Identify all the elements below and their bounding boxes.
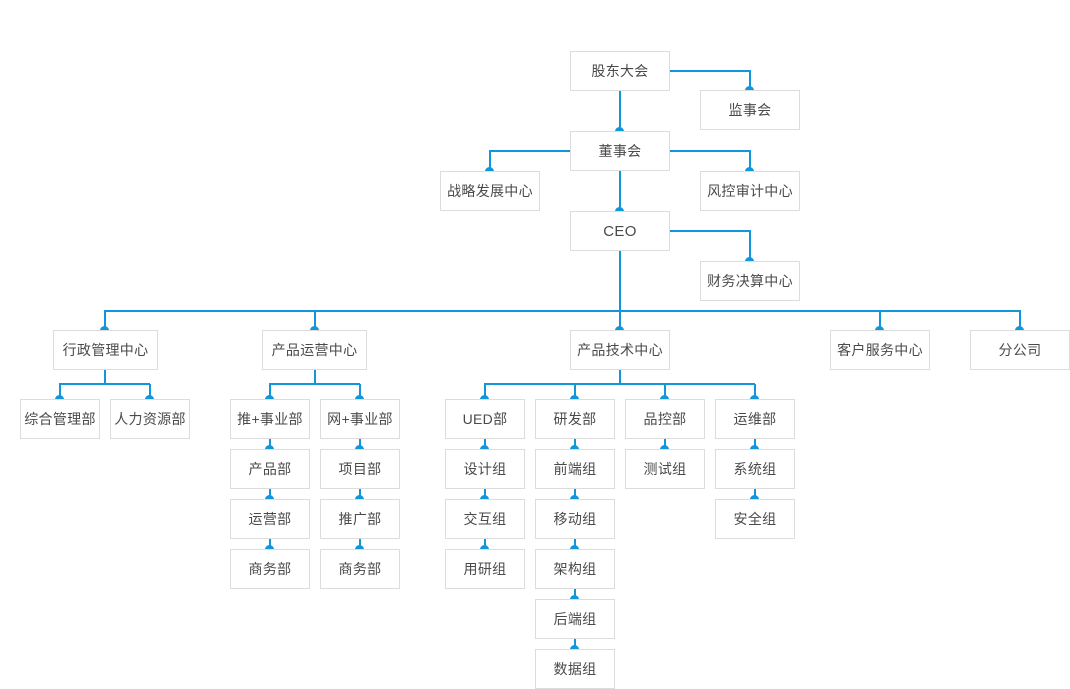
org-node-qa-dept[interactable]: 品控部: [625, 399, 705, 439]
connector-line-vertical: [484, 439, 486, 450]
connector-line-horizontal: [670, 230, 751, 232]
org-node-operations-dept[interactable]: 运营部: [230, 499, 310, 539]
connector-line-vertical: [484, 384, 486, 400]
org-node-strategy[interactable]: 战略发展中心: [440, 171, 540, 211]
connector-line-vertical: [619, 370, 621, 384]
connector-line-vertical: [269, 384, 271, 400]
connector-line-horizontal: [104, 310, 1021, 312]
connector-line-horizontal: [59, 383, 150, 385]
org-node-rd-dept[interactable]: 研发部: [535, 399, 615, 439]
org-node-branch[interactable]: 分公司: [970, 330, 1070, 370]
connector-line-horizontal: [484, 383, 755, 385]
connector-line-vertical: [269, 539, 271, 550]
connector-line-vertical: [619, 91, 621, 131]
org-node-test-group[interactable]: 测试组: [625, 449, 705, 489]
connector-line-vertical: [359, 539, 361, 550]
connector-line-vertical: [359, 489, 361, 500]
org-node-supervisory[interactable]: 监事会: [700, 90, 800, 130]
connector-line-vertical: [104, 311, 106, 331]
connector-line-vertical: [484, 489, 486, 500]
org-node-admin-center[interactable]: 行政管理中心: [53, 330, 158, 370]
connector-line-vertical: [359, 439, 361, 450]
connector-line-vertical: [619, 251, 621, 311]
org-node-mobile-group[interactable]: 移动组: [535, 499, 615, 539]
org-node-wang-bu[interactable]: 网+事业部: [320, 399, 400, 439]
org-node-backend-group[interactable]: 后端组: [535, 599, 615, 639]
org-node-user-research-group[interactable]: 用研组: [445, 549, 525, 589]
org-node-product-ops-center[interactable]: 产品运营中心: [262, 330, 367, 370]
connector-line-horizontal: [670, 70, 751, 72]
connector-line-vertical: [359, 384, 361, 400]
connector-line-vertical: [879, 311, 881, 331]
org-node-data-group[interactable]: 数据组: [535, 649, 615, 689]
org-node-product-tech-center[interactable]: 产品技术中心: [570, 330, 670, 370]
org-node-tui-bu[interactable]: 推+事业部: [230, 399, 310, 439]
connector-line-vertical: [269, 489, 271, 500]
connector-line-vertical: [574, 489, 576, 500]
org-node-frontend-group[interactable]: 前端组: [535, 449, 615, 489]
connector-line-vertical: [484, 539, 486, 550]
connector-line-horizontal: [269, 383, 360, 385]
connector-line-vertical: [59, 384, 61, 400]
org-node-project-dept[interactable]: 项目部: [320, 449, 400, 489]
connector-line-vertical: [1019, 311, 1021, 331]
org-node-riskaudit[interactable]: 风控审计中心: [700, 171, 800, 211]
connector-line-vertical: [619, 171, 621, 211]
org-node-finance[interactable]: 财务决算中心: [700, 261, 800, 301]
connector-line-vertical: [749, 71, 751, 91]
connector-line-vertical: [749, 151, 751, 172]
org-node-architecture-group[interactable]: 架构组: [535, 549, 615, 589]
org-node-system-group[interactable]: 系统组: [715, 449, 795, 489]
connector-line-vertical: [664, 439, 666, 450]
connector-line-vertical: [269, 439, 271, 450]
connector-line-vertical: [314, 370, 316, 384]
connector-line-vertical: [754, 439, 756, 450]
connector-line-vertical: [314, 311, 316, 331]
org-node-business-dept-1[interactable]: 商务部: [230, 549, 310, 589]
org-node-interaction-group[interactable]: 交互组: [445, 499, 525, 539]
org-node-shareholders[interactable]: 股东大会: [570, 51, 670, 91]
connector-line-vertical: [754, 384, 756, 400]
org-node-board[interactable]: 董事会: [570, 131, 670, 171]
connector-line-vertical: [489, 151, 491, 172]
org-node-customer-service-center[interactable]: 客户服务中心: [830, 330, 930, 370]
org-node-security-group[interactable]: 安全组: [715, 499, 795, 539]
org-node-product-dept[interactable]: 产品部: [230, 449, 310, 489]
connector-line-vertical: [754, 489, 756, 500]
connector-line-vertical: [619, 311, 621, 331]
org-node-ceo[interactable]: CEO: [570, 211, 670, 251]
connector-line-vertical: [574, 589, 576, 600]
connector-line-vertical: [574, 439, 576, 450]
org-node-design-group[interactable]: 设计组: [445, 449, 525, 489]
org-node-ops-dept[interactable]: 运维部: [715, 399, 795, 439]
org-node-business-dept-2[interactable]: 商务部: [320, 549, 400, 589]
connector-line-vertical: [749, 231, 751, 262]
connector-line-vertical: [664, 384, 666, 400]
org-node-general-admin[interactable]: 综合管理部: [20, 399, 100, 439]
connector-line-vertical: [574, 539, 576, 550]
connector-line-vertical: [149, 384, 151, 400]
connector-line-vertical: [104, 370, 106, 384]
org-node-promotion-dept[interactable]: 推广部: [320, 499, 400, 539]
connector-line-vertical: [574, 639, 576, 650]
org-node-ued-dept[interactable]: UED部: [445, 399, 525, 439]
org-node-hr[interactable]: 人力资源部: [110, 399, 190, 439]
connector-line-vertical: [574, 384, 576, 400]
